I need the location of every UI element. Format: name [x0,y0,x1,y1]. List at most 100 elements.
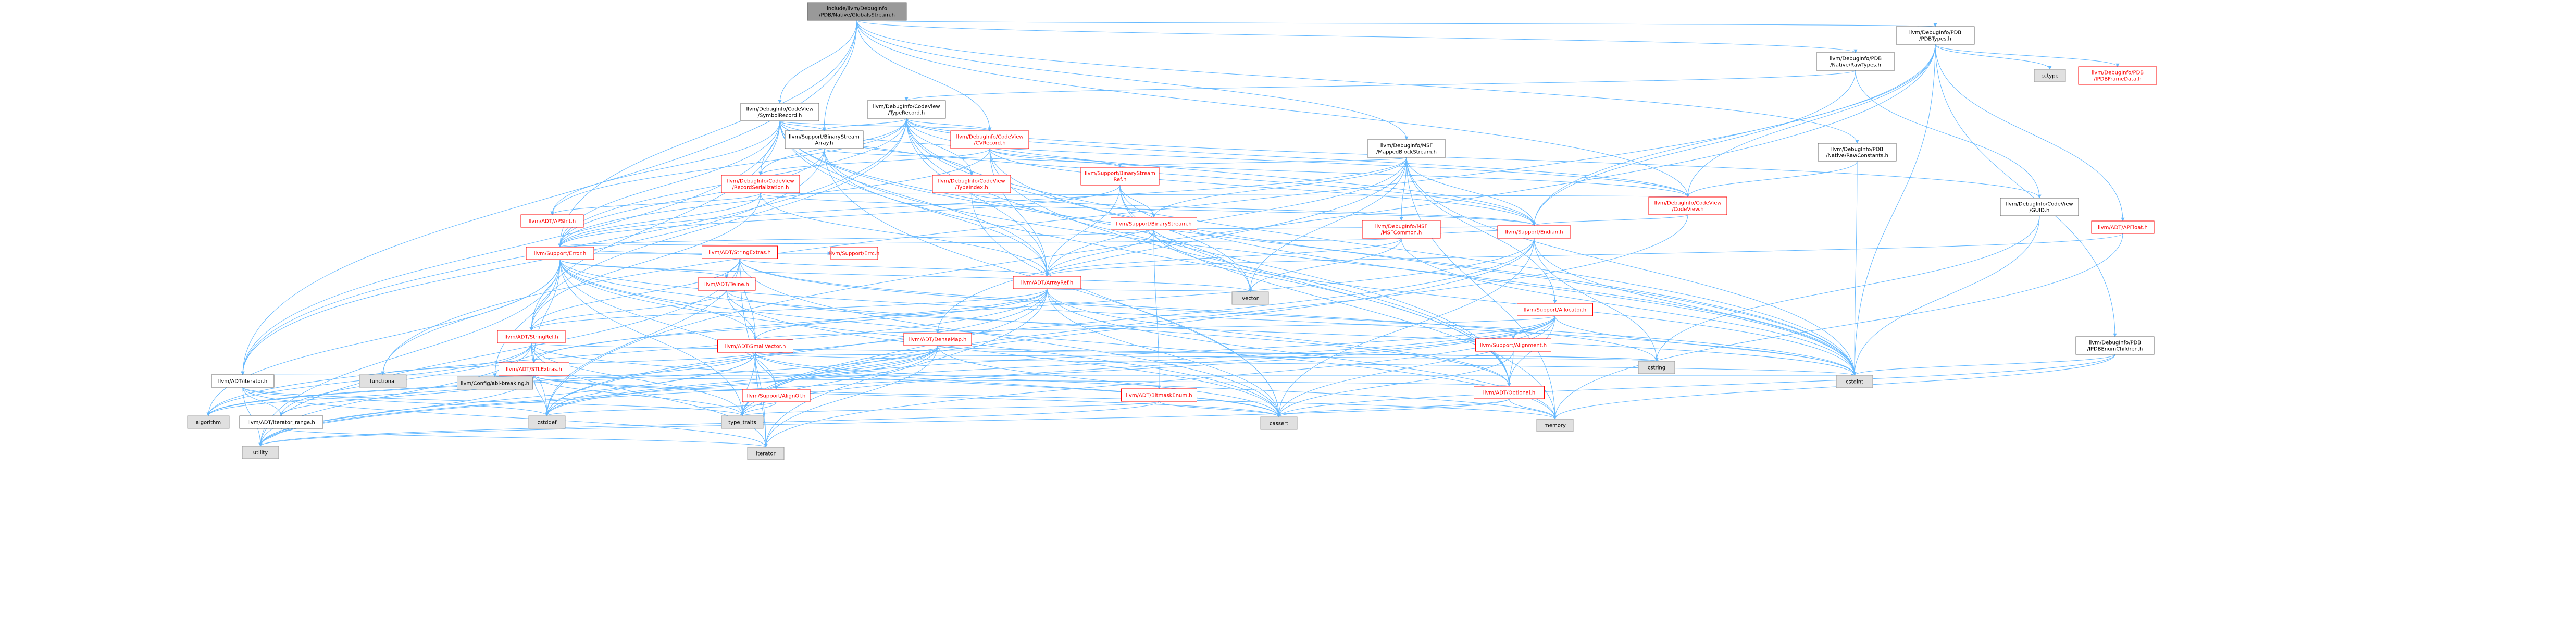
node-box [717,339,793,353]
edge-densemap-to-typetraits [740,345,938,416]
node-box [807,2,907,21]
node-alignof[interactable]: llvm/Support/AlignOf.h [742,389,811,402]
node-cassert[interactable]: cassert [1260,416,1298,430]
node-label: vector [1242,296,1259,302]
node-label: include/llvm/DebugInfo [827,6,887,12]
edge-root-to-pdbtypes [856,20,1936,27]
edge-typeindex-to-cassert [971,192,1281,417]
node-stringref[interactable]: llvm/ADT/StringRef.h [497,330,566,343]
node-typerecord[interactable]: llvm/DebugInfo/CodeView/TypeRecord.h [867,100,946,119]
edge-iterator-to-iterrange [242,387,283,416]
node-pdbframedata[interactable]: llvm/DebugInfo/PDB/IPDBFrameData.h [2078,66,2157,85]
edge-mappedblock-to-densemap [936,157,1407,334]
node-enumchildren[interactable]: llvm/DebugInfo/PDB/IPDBEnumChildren.h [2075,336,2155,355]
node-iteratorh[interactable]: iterator [747,447,785,460]
edge-rawtypes-to-endian [1532,70,1856,226]
node-box [950,130,1029,149]
edge-optional-to-memory [1509,398,1557,420]
node-cstddef[interactable]: cstddef [528,415,566,429]
node-cstring[interactable]: cstring [1638,361,1675,374]
node-binstream[interactable]: llvm/Support/BinaryStream.h [1111,217,1197,230]
node-box [2034,69,2066,82]
edge-stringextras-to-twine [725,258,740,278]
node-functional[interactable]: functional [359,374,407,388]
node-endian[interactable]: llvm/Support/Endian.h [1497,225,1571,239]
edge-typerecord-to-vector [906,118,1252,292]
node-pdbtypes[interactable]: llvm/DebugInfo/PDB/PDBTypes.h [1896,26,1975,45]
node-cstdint[interactable]: cstdint [1836,375,1873,388]
node-mappedblock[interactable]: llvm/DebugInfo/MSF/MappedBlockStream.h [1367,139,1446,158]
edge-typerecord-to-cvrecord [906,118,992,131]
node-apfloat[interactable]: llvm/ADT/APFloat.h [2091,220,2155,234]
node-iterrange[interactable]: llvm/ADT/iterator_range.h [239,415,323,429]
edge-symbolrecord-to-recordserial [758,120,780,176]
edge-error-to-utility [258,259,561,447]
node-typetraits[interactable]: type_traits [721,415,764,429]
edge-allocator-to-utility [258,315,1555,447]
node-densemap[interactable]: llvm/ADT/DenseMap.h [903,333,972,346]
node-memory[interactable]: memory [1536,419,1574,432]
node-msfcommon[interactable]: llvm/DebugInfo/MSF/MSFCommon.h [1362,220,1441,239]
node-label: llvm/ADT/BitmaskEnum.h [1126,393,1192,399]
node-cctype[interactable]: cctype [2034,69,2066,82]
edge-densemap-to-cstddef [545,345,938,416]
node-apsint[interactable]: llvm/ADT/APSInt.h [520,214,584,228]
edge-cvrecord-to-endian [989,148,1536,226]
node-guid[interactable]: llvm/DebugInfo/CodeView/GUID.h [2000,198,2079,216]
edge-pdbtypes-to-cstdint [1852,44,1936,376]
header-nodes: include/llvm/DebugInfo/PDB/Native/Global… [187,2,2157,460]
node-rawconst[interactable]: llvm/DebugInfo/PDB/Native/RawConstants.h [1818,143,1897,162]
edge-root-to-error [558,20,857,248]
node-recordserial[interactable]: llvm/DebugInfo/CodeView/RecordSerializat… [721,175,800,193]
node-label: llvm/ADT/StringRef.h [504,335,558,340]
node-optional[interactable]: llvm/ADT/Optional.h [1474,386,1545,399]
node-box [785,130,864,149]
node-cvrecord[interactable]: llvm/DebugInfo/CodeView/CVRecord.h [950,130,1029,149]
node-label: llvm/Support/Errc.h [829,251,880,257]
node-iterator[interactable]: llvm/ADT/iterator.h [211,374,275,388]
node-stlextras[interactable]: llvm/ADT/STLExtras.h [499,362,569,376]
node-root[interactable]: include/llvm/DebugInfo/PDB/Native/Global… [807,2,907,21]
edge-binstream-to-cstdint [1153,229,1857,376]
node-alignment[interactable]: llvm/Support/Alignment.h [1475,338,1551,352]
node-label: /CVRecord.h [974,141,1005,146]
edge-recordserial-to-arrayref [760,192,1049,277]
node-algorithm[interactable]: algorithm [187,415,230,429]
edge-pdbtypes-to-apfloat [1935,44,2125,222]
edge-endian-to-cstddef [545,238,1535,416]
node-rawtypes[interactable]: llvm/DebugInfo/PDB/Native/RawTypes.h [1816,52,1895,71]
edge-stringref-to-cstddef [531,342,549,416]
edge-guid-to-cstring [1654,215,2040,362]
node-box [1475,338,1551,352]
node-vector[interactable]: vector [1231,291,1269,305]
edge-stringextras-to-smallvector [739,258,757,340]
edge-root-to-mappedblock [856,20,1409,140]
node-twine[interactable]: llvm/ADT/Twine.h [698,277,756,291]
node-errno[interactable]: llvm/Support/Errc.h [829,247,880,260]
edge-rawtypes-to-guid [1855,70,2042,199]
edge-arrayref-to-stringref [529,288,1048,331]
node-label: llvm/Config/abi-breaking.h [461,381,529,387]
node-error[interactable]: llvm/Support/Error.h [526,247,594,260]
edge-mappedblock-to-arrayref [1045,157,1407,277]
edge-bsref-to-error [558,185,1121,248]
node-box [520,214,584,228]
node-stringextras[interactable]: llvm/ADT/StringExtras.h [702,245,778,259]
node-compilerbreaking[interactable]: llvm/Config/abi-breaking.h [457,376,533,390]
node-label: llvm/ADT/APFloat.h [2098,225,2148,231]
node-label: llvm/DebugInfo/CodeView [873,104,940,110]
node-utility[interactable]: utility [242,446,279,459]
node-label: llvm/DebugInfo/PDB [1831,147,1883,153]
node-codeview[interactable]: llvm/DebugInfo/CodeView/CodeView.h [1648,196,1727,215]
node-allocator[interactable]: llvm/Support/Allocator.h [1517,303,1593,316]
node-box [1517,303,1593,316]
node-bitmaskenum[interactable]: llvm/ADT/BitmaskEnum.h [1121,388,1197,402]
node-box [2075,336,2155,355]
node-smallvector[interactable]: llvm/ADT/SmallVector.h [717,339,793,353]
node-typeindex[interactable]: llvm/DebugInfo/CodeView/TypeIndex.h [932,175,1011,193]
node-arrayref[interactable]: llvm/ADT/ArrayRef.h [1013,276,1081,289]
node-symbolrecord[interactable]: llvm/DebugInfo/CodeView/SymbolRecord.h [740,103,819,121]
